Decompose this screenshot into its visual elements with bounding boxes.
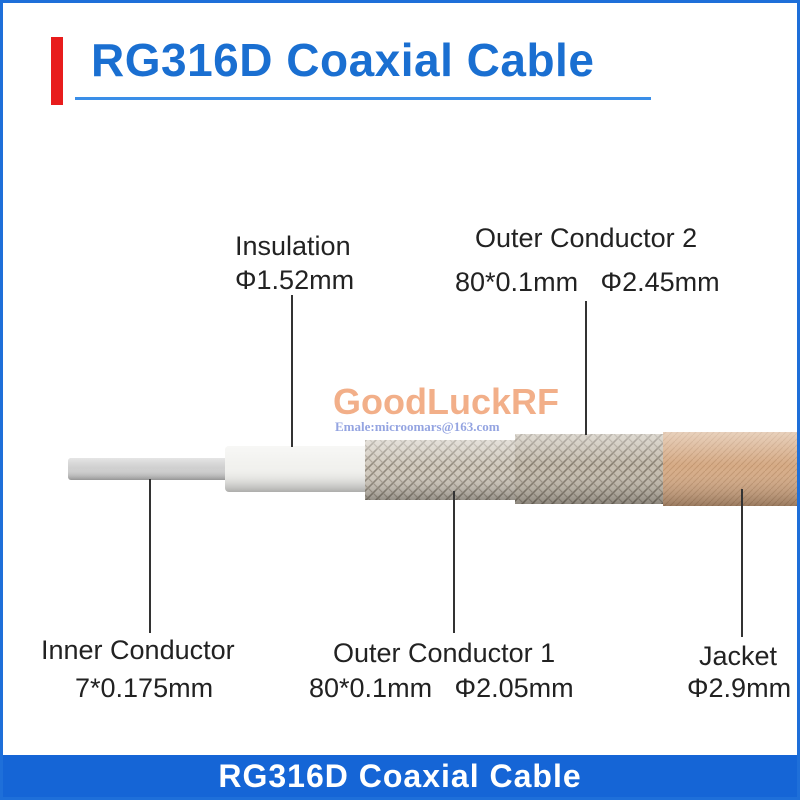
leader-insulation: [291, 295, 293, 447]
watermark-brand: GoodLuckRF: [333, 381, 559, 422]
leader-outer-conductor-2: [585, 301, 587, 435]
page-title: RG316D Coaxial Cable: [91, 34, 595, 86]
outer-conductor-2-label: Outer Conductor 2: [475, 223, 698, 253]
leader-jacket: [741, 489, 743, 637]
watermark-email: Emale:microomars@163.com: [335, 419, 500, 434]
title-underline: [75, 97, 651, 100]
insulation-label: Insulation: [235, 231, 351, 261]
inner-conductor-spec: 7*0.175mm: [75, 673, 214, 703]
title-accent-bar: [51, 37, 63, 105]
outer-conductor-1-spec: 80*0.1mm Φ2.05mm: [309, 673, 574, 703]
jacket-label: Jacket: [699, 641, 778, 671]
outer-conductor-1-label: Outer Conductor 1: [333, 638, 556, 668]
jacket-spec: Φ2.9mm: [687, 673, 792, 703]
leader-inner-conductor: [149, 479, 151, 633]
insulation-spec: Φ1.52mm: [235, 265, 355, 295]
outer-conductor-2-spec: 80*0.1mm Φ2.45mm: [455, 267, 720, 297]
cable-illustration: [68, 432, 797, 506]
footer-bar: [3, 755, 797, 797]
inner-conductor-label: Inner Conductor: [41, 635, 235, 665]
footer-title: RG316D Coaxial Cable: [218, 758, 582, 794]
leader-outer-conductor-1: [453, 491, 455, 633]
